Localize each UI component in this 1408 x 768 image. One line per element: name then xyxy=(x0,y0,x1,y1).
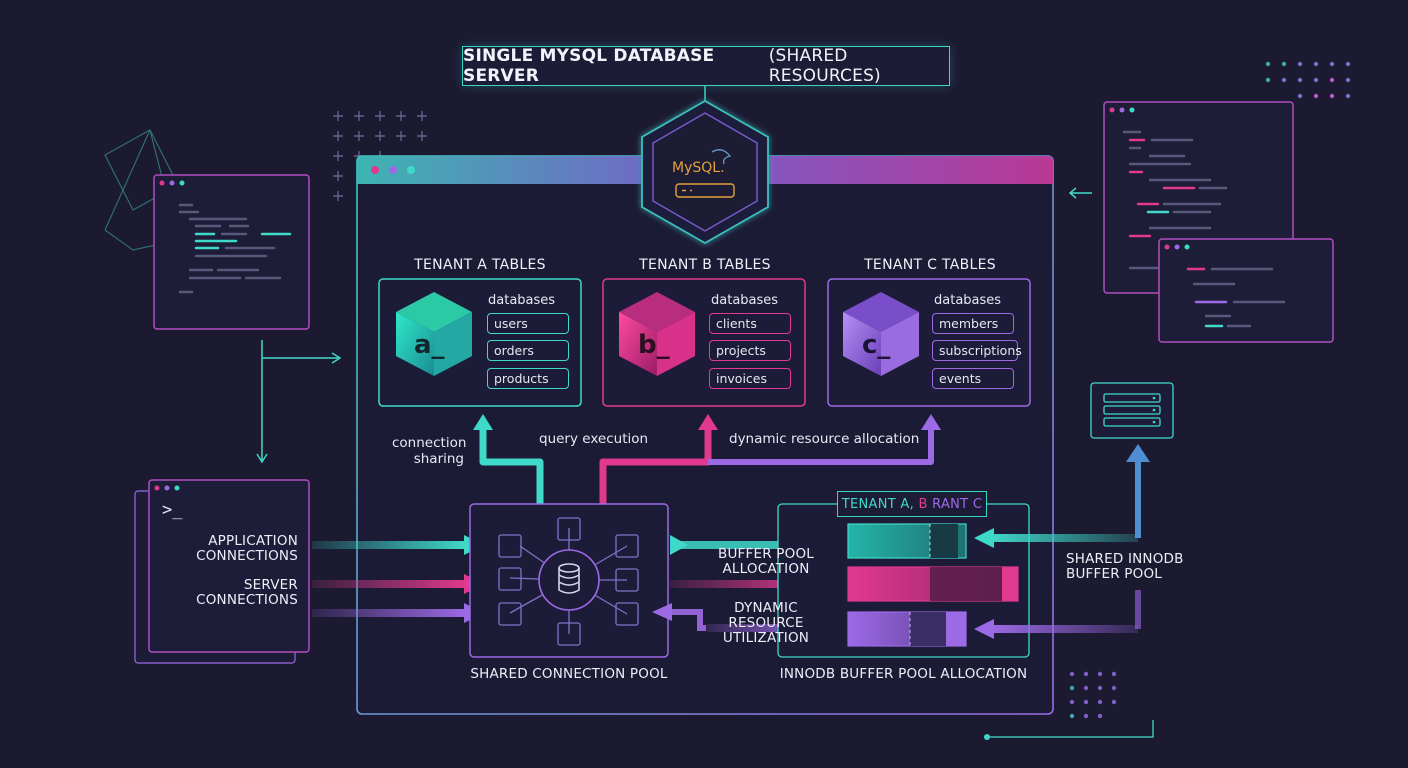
tenant-b-table-projects: projects xyxy=(709,340,791,361)
server-connections-label: SERVER CONNECTIONS xyxy=(196,577,298,608)
tenant-a-table-orders: orders xyxy=(487,340,569,361)
cube-icon-a xyxy=(396,292,472,376)
tenant-c-databases-label: databases xyxy=(934,293,1002,308)
server-rack-icon xyxy=(1090,382,1174,439)
buffer-tenant-header: TENANT A, B RANT C xyxy=(837,491,987,517)
buffer-header-tenant-c: RANT C xyxy=(927,496,983,512)
shared-innodb-buffer-pool-label: SHARED INNODB BUFFER POOL xyxy=(1066,551,1184,582)
mysql-hexagon-badge xyxy=(641,99,769,245)
buffer-header-tenant-b: B xyxy=(918,496,928,512)
terminal-prompt-icon: >_ xyxy=(162,500,183,520)
plus-grid-decoration xyxy=(333,111,427,201)
shared-connection-pool-label: SHARED CONNECTION POOL xyxy=(470,666,668,682)
left-connector-lines xyxy=(256,340,342,464)
query-execution-label: query execution xyxy=(539,431,649,447)
shared-connection-pool-box xyxy=(469,503,669,658)
title-bold: SINGLE MYSQL DATABASE SERVER xyxy=(463,46,715,86)
innodb-buffer-pool-box xyxy=(777,503,1030,658)
tenant-b-table-clients: clients xyxy=(709,313,791,334)
innodb-buffer-pool-allocation-label: INNODB BUFFER POOL ALLOCATION xyxy=(779,666,1028,682)
dot-grid-bottom-right xyxy=(1069,671,1117,719)
shared-buffer-arrows xyxy=(974,444,1150,639)
dynamic-resource-allocation-label: dynamic resource allocation xyxy=(729,431,920,447)
tenant-a-title: TENANT A TABLES xyxy=(414,257,546,273)
buffer-pool-allocation-label: BUFFER POOL ALLOCATION xyxy=(718,546,814,577)
application-window xyxy=(134,479,310,664)
cube-b-label: b_ xyxy=(638,330,670,360)
code-window-right-front xyxy=(1158,238,1334,343)
tenant-a-table-users: users xyxy=(487,313,569,334)
tenant-b-databases-label: databases xyxy=(711,293,779,308)
tenant-c-title: TENANT C TABLES xyxy=(864,257,996,273)
cube-c-label: c_ xyxy=(862,330,891,360)
buffer-header-tenant-a: TENANT A, xyxy=(841,496,919,512)
application-connections-label: APPLICATION CONNECTIONS xyxy=(196,533,298,564)
cube-a-label: a_ xyxy=(414,330,445,360)
tenant-c-table-members: members xyxy=(932,313,1014,334)
tenant-a-table-products: products xyxy=(487,368,569,389)
connection-sharing-label: connection sharing xyxy=(392,435,467,467)
bottom-connector-line xyxy=(987,720,1154,738)
tenant-b-table-invoices: invoices xyxy=(709,368,791,389)
cube-icon-b xyxy=(619,292,695,376)
tenant-c-table-events: events xyxy=(932,368,1014,389)
mysql-logo-text: MySQL. xyxy=(672,160,725,176)
tenant-c-table-subscriptions: subscriptions xyxy=(932,340,1022,361)
title-rest: (SHARED RESOURCES) xyxy=(768,46,881,86)
dynamic-resource-utilization-label: DYNAMIC RESOURCE UTILIZATION xyxy=(722,600,810,646)
tenant-a-databases-label: databases xyxy=(488,293,556,308)
arrow-into-server-right xyxy=(1068,187,1092,199)
pool-to-tenant-arrows xyxy=(479,428,934,504)
tenant-b-title: TENANT B TABLES xyxy=(639,257,771,273)
cube-icon-c xyxy=(843,292,919,376)
database-icon xyxy=(558,563,580,594)
dot-grid-top-right xyxy=(1265,61,1351,99)
page-title: SINGLE MYSQL DATABASE SERVER (SHARED RESO… xyxy=(462,46,950,86)
code-window-left xyxy=(153,174,310,330)
